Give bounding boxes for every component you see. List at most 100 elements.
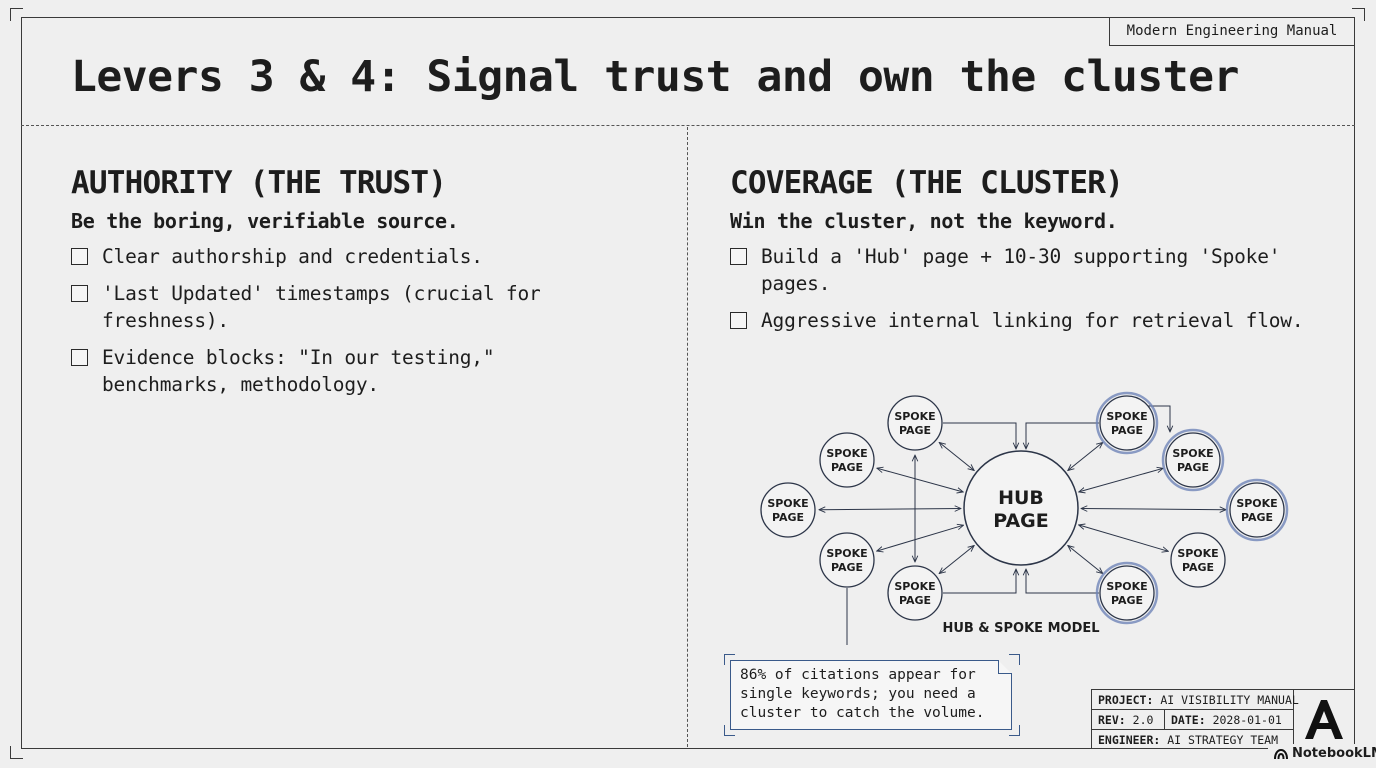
link-arrow xyxy=(1079,525,1169,551)
title-block-row: REV: 2.0 DATE: 2028-01-01 xyxy=(1092,710,1294,730)
checkbox[interactable] xyxy=(71,248,88,265)
hub-node: HUB PAGE xyxy=(963,450,1079,566)
corner-mark xyxy=(10,8,23,21)
spoke-label-line2: PAGE xyxy=(1111,424,1143,437)
page-frame xyxy=(21,17,1355,749)
spoke-circle xyxy=(819,432,875,488)
hub-label-line2: PAGE xyxy=(993,510,1048,532)
spoke-label-line2: PAGE xyxy=(1111,594,1143,607)
link-arrow xyxy=(943,569,1016,594)
date-value: 2028-01-01 xyxy=(1212,713,1282,727)
spoke-circle xyxy=(1099,565,1155,621)
brand-badge: NotebookLM xyxy=(1268,744,1376,764)
link-arrow xyxy=(939,546,974,574)
spoke-label-line1: SPOKE xyxy=(767,497,808,510)
link-arrow xyxy=(1147,405,1170,432)
spoke-label-line1: SPOKE xyxy=(826,447,867,460)
spoke-circle xyxy=(819,532,875,588)
callout-bracket xyxy=(724,725,735,736)
project-value: AI VISIBILITY MANUAL xyxy=(1160,693,1299,707)
title-block-row: PROJECT: AI VISIBILITY MANUAL xyxy=(1092,690,1299,710)
spoke-label-line2: PAGE xyxy=(1241,511,1273,524)
spoke-circle xyxy=(887,395,943,451)
link-arrow xyxy=(1079,468,1163,492)
link-arrow xyxy=(819,509,961,510)
callout-fold xyxy=(998,660,1012,674)
title-block-row: ENGINEER: AI STRATEGY TEAM xyxy=(1092,730,1294,750)
spoke-label-line1: SPOKE xyxy=(826,547,867,560)
coverage-heading: COVERAGE (THE CLUSTER) xyxy=(730,165,1124,201)
logo-cell xyxy=(1293,689,1355,749)
callout-bracket xyxy=(724,654,735,665)
date-label: DATE: xyxy=(1171,713,1206,727)
header-divider xyxy=(21,125,1355,126)
spoke-label-line1: SPOKE xyxy=(1172,447,1213,460)
rev-value: 2.0 xyxy=(1132,713,1154,727)
link-arrow xyxy=(877,468,963,492)
checklist-item: Aggressive internal linking for retrieva… xyxy=(730,307,1340,334)
diagram-caption: HUB & SPOKE MODEL xyxy=(942,621,1099,636)
checklist-item-text: Build a 'Hub' page + 10-30 supporting 'S… xyxy=(761,245,1281,295)
spoke-circle xyxy=(760,482,816,538)
checklist-item: Build a 'Hub' page + 10-30 supporting 'S… xyxy=(730,243,1340,297)
authority-section: AUTHORITY (THE TRUST) Be the boring, ver… xyxy=(71,165,661,408)
checklist-item-text: Evidence blocks: "In our testing," bench… xyxy=(102,346,495,396)
hub-spoke-diagram: SPOKEPAGESPOKEPAGESPOKEPAGESPOKEPAGESPOK… xyxy=(760,391,1289,645)
corner-mark xyxy=(10,746,23,759)
link-arrow xyxy=(1068,442,1103,470)
authority-subtitle: Be the boring, verifiable source. xyxy=(71,209,459,233)
link-arrow xyxy=(939,442,974,470)
column-divider xyxy=(687,127,688,747)
link-arrow xyxy=(877,525,964,551)
checkbox[interactable] xyxy=(71,285,88,302)
spoke-label-line1: SPOKE xyxy=(1106,580,1147,593)
spoke-label-line2: PAGE xyxy=(831,561,863,574)
spoke-label-line2: PAGE xyxy=(831,461,863,474)
rev-label: REV: xyxy=(1098,713,1126,727)
spoke-highlight-ring xyxy=(1161,428,1225,492)
spoke-label-line2: PAGE xyxy=(1177,461,1209,474)
spoke-highlight-ring xyxy=(1095,561,1159,625)
spoke-circle xyxy=(1229,482,1285,538)
callout-bracket xyxy=(1009,654,1020,665)
spoke-circle xyxy=(1165,432,1221,488)
checkbox[interactable] xyxy=(71,349,88,366)
spoke-circle xyxy=(887,565,943,621)
checkbox[interactable] xyxy=(730,248,747,265)
link-arrow xyxy=(1068,546,1103,574)
stat-callout: 86% of citations appear for single keywo… xyxy=(724,654,1020,736)
checklist-item: Evidence blocks: "In our testing," bench… xyxy=(71,344,661,398)
checkbox[interactable] xyxy=(730,312,747,329)
project-label: PROJECT: xyxy=(1098,693,1154,707)
notebooklm-icon xyxy=(1274,748,1288,760)
page-title: Levers 3 & 4: Signal trust and own the c… xyxy=(71,52,1239,102)
authority-heading: AUTHORITY (THE TRUST) xyxy=(71,165,447,201)
corner-mark xyxy=(1352,8,1365,21)
spoke-label-line1: SPOKE xyxy=(1177,547,1218,560)
coverage-subtitle: Win the cluster, not the keyword. xyxy=(730,209,1118,233)
hub-label-line1: HUB xyxy=(998,487,1044,509)
spoke-label-line1: SPOKE xyxy=(894,410,935,423)
spoke-label-line2: PAGE xyxy=(899,424,931,437)
spoke-label-line2: PAGE xyxy=(772,511,804,524)
spoke-label-line2: PAGE xyxy=(899,594,931,607)
a-logo-icon xyxy=(1305,700,1343,739)
engineer-value: AI STRATEGY TEAM xyxy=(1167,733,1279,747)
checklist-item: 'Last Updated' timestamps (crucial for f… xyxy=(71,280,661,334)
engineer-label: ENGINEER: xyxy=(1098,733,1161,747)
link-arrow xyxy=(1081,509,1226,510)
spoke-highlight-ring xyxy=(1225,478,1289,542)
callout-note xyxy=(730,660,1012,730)
checklist-item: Clear authorship and credentials. xyxy=(71,243,661,270)
spoke-highlight-ring xyxy=(1095,391,1159,455)
manual-tag: Modern Engineering Manual xyxy=(1109,17,1355,46)
